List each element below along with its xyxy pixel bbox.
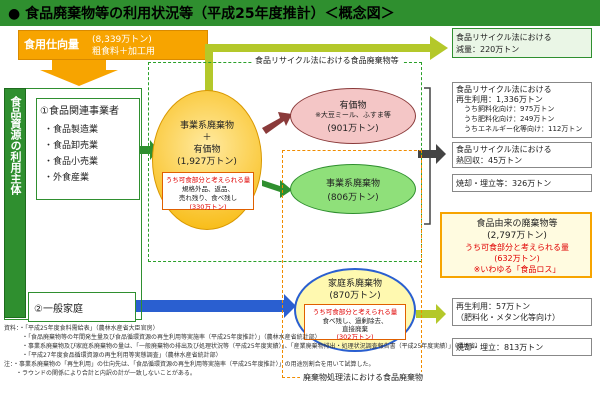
household-regen-value: 再生利用：57万トン: [456, 302, 531, 311]
heat-label: 食品リサイクル法における: [456, 145, 552, 154]
food-origin-title: 食品由来の廃棄物等: [476, 219, 558, 229]
edible-detail: 食べ残し、過剰除去、: [322, 317, 388, 325]
arrow-oval-to-business-waste: [262, 180, 292, 198]
recycle-box: [452, 82, 592, 138]
oval-value: (1,927万トン): [177, 157, 237, 167]
recycle-label: 食品リサイクル法における: [456, 85, 552, 94]
oval-label: 事業系廃棄物: [179, 121, 234, 131]
edible-detail: 規格外品、返品、: [182, 185, 234, 193]
oval-value: (870万トン): [329, 291, 381, 301]
household-label: ②一般家庭: [34, 304, 83, 315]
business-box: [36, 98, 140, 200]
recycle-fertilizer: うち肥料化向け：249万トン: [464, 115, 555, 123]
oval-label: 有価物: [339, 101, 367, 111]
recycle-energy: うちエネルギー化等向け：112万トン: [464, 125, 583, 133]
food-supply-label: 食用仕向量: [24, 38, 79, 51]
note-line: ・事業系廃棄物及び家庭系廃棄物の量は、「一般廃棄物の排出及び処理状況等（平成25…: [4, 343, 482, 350]
arrow-household: [136, 294, 296, 318]
food-origin-value: (2,797万トン): [487, 231, 547, 241]
note-line: ・ラウンドの関係により合計と内訳の計が一致しないことがある。: [4, 370, 196, 377]
note-line: 資料：・「平成25年度食料需給表」（農林水産省大臣官房）: [4, 325, 159, 332]
edible-title: うち可食部分と考えられる量: [165, 176, 251, 184]
reduction-box: [452, 28, 592, 58]
note-line: 注：・事業系廃棄物の「再生利用」の仕向先は、「食品循環資源の再生利用等実施率（平…: [4, 361, 375, 368]
incineration-box: [452, 174, 592, 192]
reduction-label: 食品リサイクル法における: [456, 33, 552, 42]
food-loss-note: ※いわゆる「食品ロス」: [473, 265, 561, 274]
edible-detail: 売れ残り、食べ残し: [178, 194, 238, 202]
source-notes: 資料：・「平成25年度食料需給表」（農林水産省大臣官房） ・「食品廃棄物等の年間…: [4, 324, 482, 378]
food-origin-box: [440, 212, 592, 278]
food-supply-value: (8,339万トン): [92, 35, 152, 45]
business-item: ・食品小売業: [44, 157, 99, 167]
heat-recovery-box: [452, 142, 592, 168]
recycle-feed: うち飼料化向け：975万トン: [464, 105, 555, 113]
oval-label: 有価物: [193, 145, 221, 155]
household-incineration-box: [452, 338, 592, 356]
page-title: ● 食品廃棄物等の利用状況等（平成25年度推計）＜概念図＞: [8, 6, 395, 22]
oval-label: 事業系廃棄物: [325, 179, 380, 189]
note-line: ・「食品廃棄物等の年間発生量及び食品循環資源の再生利用等実施率（平成25年度推計…: [4, 334, 321, 341]
edible-title: うち可食部分と考えられる量: [312, 308, 398, 316]
business-item: ・食品卸売業: [44, 141, 99, 151]
main-actor-band: [4, 88, 26, 318]
valuable-oval: [290, 88, 416, 144]
heat-value: 熱回収：45万トン: [456, 156, 523, 165]
waste-law-label: 廃棄物処理法における食品廃棄物: [300, 372, 426, 383]
edible-box-business: [162, 172, 254, 210]
down-arrow-food: [40, 60, 118, 86]
business-item: ・外食産業: [44, 173, 90, 183]
note-line: ・「平成27年度食品循環資源の再生利用等実態調査」（農林水産省統計部）: [4, 352, 222, 359]
business-waste-oval: [290, 164, 416, 214]
edible-value: (330万トン): [189, 203, 227, 211]
arrow-household-out: [416, 304, 446, 324]
food-supply-box: [18, 30, 208, 60]
incineration-value: 焼却・埋立等：326万トン: [456, 179, 552, 188]
food-supply-note: 粗食料＋加工用: [92, 47, 156, 57]
oval-note: ※大豆ミール、ふすま等: [315, 111, 391, 119]
arrow-to-recycle: [418, 144, 446, 164]
title-bar: [0, 0, 600, 26]
edible-box-household: [304, 304, 406, 340]
household-incineration-value: 焼却・埋立：813万トン: [456, 343, 544, 352]
oval-value: (806万トン): [327, 193, 379, 203]
recycling-law-label: 食品リサイクル法における食品廃棄物等: [252, 55, 402, 66]
business-item: ・食品製造業: [44, 125, 99, 135]
right-bracket: [424, 87, 431, 225]
edible-value: (302万トン): [336, 333, 374, 341]
edible-detail: 直接廃棄: [342, 325, 368, 333]
arrow-reduction: [205, 36, 448, 96]
oval-value: (901万トン): [327, 124, 379, 134]
household-regen-detail: （肥料化・メタン化等向け）: [456, 313, 560, 322]
household-box: [28, 292, 136, 322]
food-loss-value: (632万トン): [494, 254, 540, 263]
business-title: ①食品関連事業者: [40, 106, 119, 117]
oval-label: 家庭系廃棄物: [327, 279, 382, 289]
main-actor-label: 食品資源の利用主体: [9, 96, 22, 195]
household-regen-box: [452, 298, 592, 326]
reduction-value: 減量：220万トン: [456, 45, 520, 54]
recycle-value: 再生利用：1,336万トン: [456, 95, 543, 104]
arrow-oval-to-valuable: [262, 112, 292, 134]
oval-label: ＋: [202, 133, 212, 143]
food-loss-title: うち可食部分と考えられる量: [465, 243, 569, 252]
